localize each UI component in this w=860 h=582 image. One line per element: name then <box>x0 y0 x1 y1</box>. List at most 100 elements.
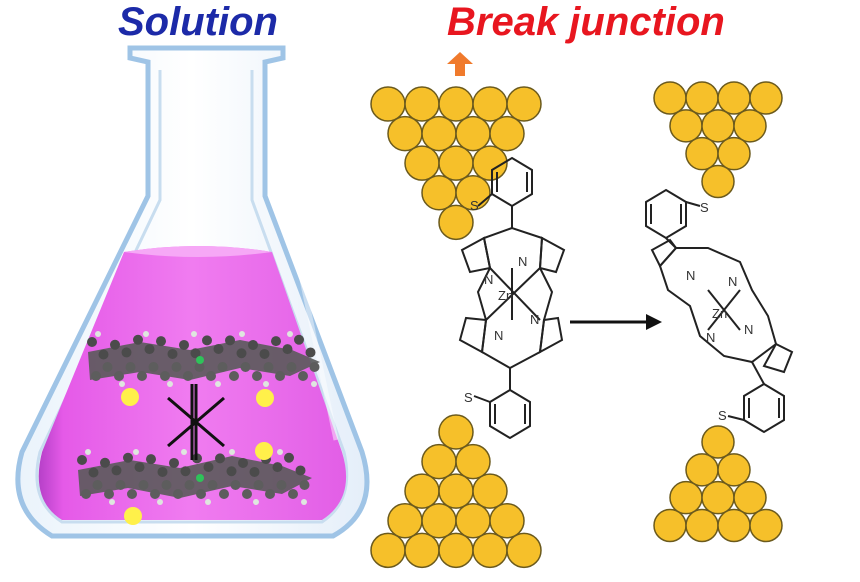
molecule-atom <box>190 348 201 359</box>
molecule-atom <box>213 344 224 355</box>
molecule-atom <box>217 362 228 372</box>
zn-porphyrin-right <box>645 188 794 434</box>
gold-atom <box>438 532 474 569</box>
molecule-atom <box>294 334 304 345</box>
molecule-atom <box>240 362 251 372</box>
nitrogen-label-l2: N <box>484 272 493 287</box>
gold-atom <box>404 532 440 569</box>
molecule-atom <box>125 362 136 372</box>
molecule-atom <box>157 499 163 505</box>
gold-atom <box>404 145 440 181</box>
molecule-atom <box>215 453 225 464</box>
gold-atom <box>421 115 457 152</box>
molecule-atom <box>248 339 258 350</box>
gold-atom <box>717 453 751 487</box>
zinc-label-right: Zn <box>712 306 727 321</box>
molecule-atom <box>277 449 283 455</box>
molecule-atom <box>252 371 262 381</box>
gold-atom <box>749 81 783 115</box>
molecule-atom <box>309 362 320 372</box>
gold-electrode-bottom-left <box>370 414 542 569</box>
gold-atom <box>472 532 508 569</box>
molecule-atom <box>150 489 160 499</box>
molecule-atom <box>77 455 87 465</box>
gold-atom <box>669 480 703 515</box>
gold-atom <box>717 81 751 115</box>
molecule-atom <box>88 467 99 478</box>
molecule-atom <box>110 339 120 350</box>
molecule-atom <box>230 480 241 490</box>
molecule-atom <box>238 457 248 468</box>
molecule-atom <box>229 371 239 381</box>
gold-atom <box>472 473 508 509</box>
sulfur-label-rb: S <box>718 408 727 423</box>
gold-atom <box>455 174 491 211</box>
gold-atom <box>404 473 440 509</box>
molecule-atom <box>161 480 172 490</box>
gold-atom <box>421 174 457 211</box>
molecule-atom <box>288 489 298 499</box>
molecule-atom <box>181 449 187 455</box>
gold-atom <box>438 86 474 122</box>
gold-atom <box>438 204 474 241</box>
gold-atom <box>653 508 687 543</box>
molecule-atom <box>191 331 197 337</box>
molecule-atom <box>215 381 221 387</box>
gold-atom <box>717 136 751 171</box>
gold-atom <box>455 115 491 152</box>
gold-atom <box>685 453 719 487</box>
molecule-atom <box>160 371 170 381</box>
molecule-atom <box>263 362 274 372</box>
molecule-atom <box>95 331 101 337</box>
molecule-atom <box>196 474 204 482</box>
molecule-atom <box>85 449 91 455</box>
molecule-atom <box>253 480 264 490</box>
molecule-atom <box>219 489 229 499</box>
molecule-atom <box>133 449 139 455</box>
molecule-atom <box>183 371 193 381</box>
molecule-atom <box>272 462 283 473</box>
gold-atom <box>472 145 508 181</box>
gold-atom <box>404 86 440 122</box>
molecule-atom <box>144 344 155 355</box>
porphyrin-molecule-upper <box>87 331 320 387</box>
gold-atom <box>455 502 491 539</box>
gold-atom <box>701 164 735 199</box>
gold-electrode-bottom-right <box>653 425 783 543</box>
solution-title: Solution <box>118 0 278 44</box>
blocked-interaction-icon <box>167 384 225 460</box>
gold-atom <box>421 502 457 539</box>
gold-atom <box>387 115 423 152</box>
gold-atom <box>701 480 735 515</box>
molecule-atom <box>123 452 133 463</box>
sulfur-label-lb: S <box>464 390 473 405</box>
gold-atom <box>733 480 767 515</box>
reaction-arrow-icon <box>570 314 662 330</box>
molecule-atom <box>146 454 156 465</box>
gold-atom <box>653 81 687 115</box>
molecule-atom <box>184 480 195 490</box>
molecule-atom <box>196 489 206 499</box>
nitrogen-label-l4: N <box>494 328 503 343</box>
molecule-atom <box>205 499 211 505</box>
molecule-atom <box>148 362 159 372</box>
molecule-atom <box>127 489 137 499</box>
molecule-atom <box>104 489 114 499</box>
molecule-atom <box>156 336 166 347</box>
molecule-atom <box>253 499 259 505</box>
molecule-atom <box>115 480 126 490</box>
gold-atom <box>370 532 406 569</box>
molecule-atom <box>133 334 143 345</box>
gold-electrode-top-left <box>370 86 542 241</box>
molecule-atom <box>179 339 189 350</box>
molecule-atom <box>119 381 125 387</box>
molecule-atom <box>196 356 204 364</box>
molecule-atom <box>275 371 285 381</box>
pull-up-arrow-icon <box>447 52 473 76</box>
molecule-atom <box>111 465 122 476</box>
gold-atom <box>717 508 751 543</box>
gold-atom <box>370 86 406 122</box>
molecule-atom <box>225 335 235 346</box>
molecule-atom <box>143 331 149 337</box>
molecule-atom <box>114 371 124 381</box>
